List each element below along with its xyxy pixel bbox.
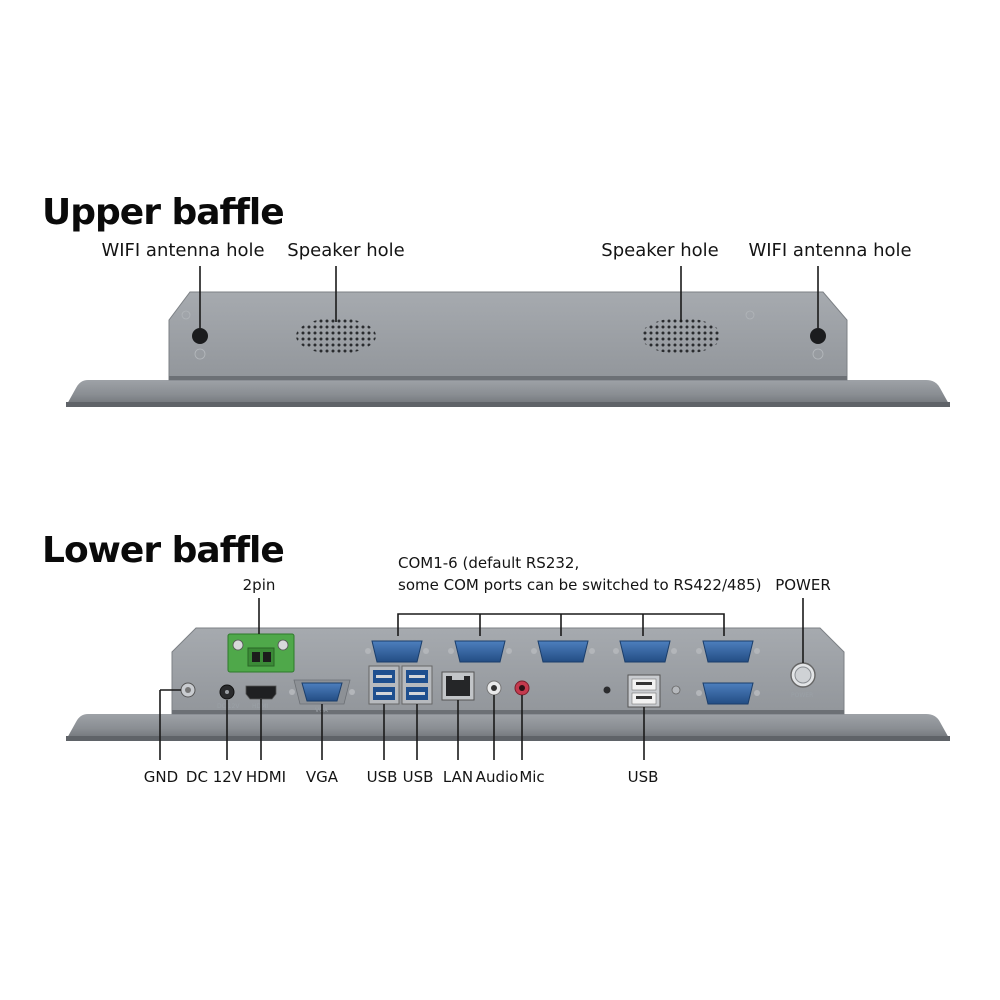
lower-base-flange bbox=[66, 714, 950, 740]
vga-label: VGA bbox=[305, 768, 339, 786]
speaker-grille-right bbox=[641, 318, 721, 354]
two-pin-terminal bbox=[227, 633, 295, 673]
hdmi-label: HDMI bbox=[245, 768, 287, 786]
vga-port bbox=[289, 679, 355, 705]
speaker-hole-label-left: Speaker hole bbox=[287, 240, 405, 261]
audio-jack bbox=[486, 680, 502, 696]
usb-pair-right bbox=[627, 674, 661, 708]
lower-baffle: V+ DC12V V- DC 12V HDMI VGA bbox=[66, 627, 950, 741]
lower-leader-lines bbox=[159, 598, 804, 760]
gnd-label: GND bbox=[143, 768, 179, 786]
usb-label-3: USB bbox=[627, 768, 659, 786]
gnd-screw bbox=[180, 682, 196, 698]
dc-12v-label: DC 12V bbox=[185, 768, 243, 786]
power-label: POWER bbox=[775, 576, 831, 594]
upper-panel bbox=[168, 291, 848, 381]
com-port-2 bbox=[448, 640, 512, 663]
com-port-1 bbox=[365, 640, 429, 663]
dc-jack bbox=[219, 684, 235, 700]
com-label-line1: COM1-6 (default RS232, bbox=[398, 554, 580, 572]
com-port-3 bbox=[531, 640, 595, 663]
svg-text:HDMI: HDMI bbox=[252, 703, 268, 710]
lower-baffle-title: Lower baffle bbox=[42, 530, 285, 571]
com-port-5 bbox=[696, 640, 760, 663]
usb-label-2: USB bbox=[402, 768, 434, 786]
audio-label: Audio bbox=[475, 768, 519, 786]
upper-baffle bbox=[66, 291, 950, 407]
speaker-hole-label-right: Speaker hole bbox=[601, 240, 719, 261]
mic-label: Mic bbox=[519, 768, 545, 786]
upper-base-flange bbox=[66, 380, 950, 406]
usb-stack-1 bbox=[368, 665, 400, 705]
com-port-6 bbox=[696, 682, 760, 705]
usb-label-1: USB bbox=[366, 768, 398, 786]
usb-stack-2 bbox=[401, 665, 433, 705]
com-label-line2: some COM ports can be switched to RS422/… bbox=[398, 576, 762, 594]
svg-text:POWER: POWER bbox=[791, 692, 813, 699]
wifi-antenna-hole-right bbox=[810, 328, 826, 344]
wifi-antenna-label-right: WIFI antenna hole bbox=[748, 240, 912, 261]
svg-text:DC 12V: DC 12V bbox=[217, 703, 240, 710]
com-port-4 bbox=[613, 640, 677, 663]
power-button bbox=[790, 662, 816, 688]
lan-port bbox=[441, 671, 475, 701]
upper-leader-lines bbox=[199, 266, 819, 328]
mic-jack bbox=[514, 680, 530, 696]
wifi-antenna-hole-left bbox=[192, 328, 208, 344]
speaker-grille-left bbox=[296, 318, 376, 354]
lan-label: LAN bbox=[442, 768, 474, 786]
two-pin-label: 2pin bbox=[242, 576, 276, 594]
wifi-antenna-label-left: WIFI antenna hole bbox=[101, 240, 265, 261]
upper-baffle-title: Upper baffle bbox=[42, 192, 285, 233]
svg-text:V+ DC12V V-: V+ DC12V V- bbox=[237, 676, 276, 683]
hdmi-port bbox=[245, 685, 277, 700]
